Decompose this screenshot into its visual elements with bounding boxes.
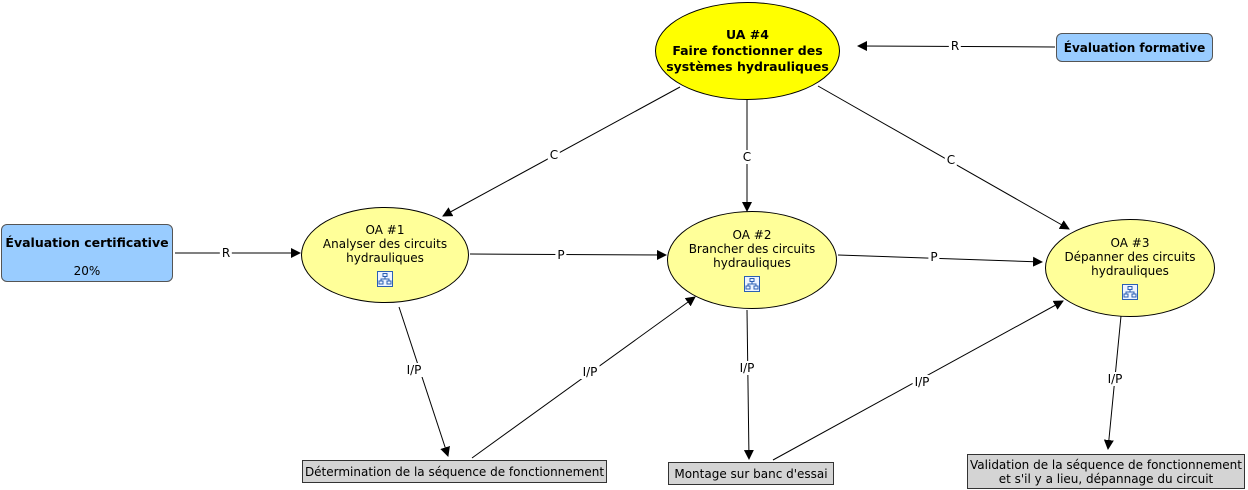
node-evaluation-certificative[interactable]: Évaluation certificative 20% [1, 224, 173, 282]
node-sequence-determination-label: Détermination de la séquence de fonction… [304, 464, 605, 479]
concept-map-icon[interactable] [744, 276, 760, 292]
node-ua4-number: UA #4 [726, 27, 769, 42]
node-ua4-title-line1: Faire fonctionner des [672, 43, 823, 58]
link-label: I/P [1105, 372, 1125, 386]
link-oa1-to-oa2 [469, 249, 667, 260]
link-label: R [948, 39, 962, 53]
link-oa2-to-montage [743, 309, 754, 460]
node-oa3-title-line1: Dépanner des circuits [1064, 250, 1196, 264]
link-oa2-to-oa3 [837, 254, 1043, 267]
node-ua4[interactable]: UA #4 Faire fonctionner des systèmes hyd… [655, 2, 840, 100]
node-oa2-number: OA #2 [732, 228, 772, 242]
link-ua4-to-oa3 [817, 85, 1070, 230]
node-evaluation-certificative-label: Évaluation certificative [5, 235, 169, 250]
node-oa2-title-line2: hydrauliques [713, 256, 791, 270]
link-label: C [944, 153, 958, 167]
node-oa1-title-line1: Analyser des circuits [322, 237, 448, 251]
link-label: P [555, 248, 567, 262]
node-sequence-determination[interactable]: Détermination de la séquence de fonction… [302, 460, 607, 483]
link-label: I/P [404, 363, 424, 377]
link-ua4-to-oa1 [442, 86, 681, 217]
node-oa3[interactable]: OA #3 Dépanner des circuits hydrauliques [1045, 219, 1215, 317]
node-oa3-number: OA #3 [1110, 236, 1150, 250]
node-evaluation-formative-label: Évaluation formative [1063, 40, 1206, 55]
node-oa3-title-line2: hydrauliques [1091, 264, 1169, 278]
node-montage-banc-essai[interactable]: Montage sur banc d'essai [668, 462, 834, 485]
node-validation-depannage[interactable]: Validation de la séquence de fonctionnem… [967, 454, 1245, 489]
concept-map-icon[interactable] [377, 271, 393, 287]
node-oa2[interactable]: OA #2 Brancher des circuits hydrauliques [667, 211, 837, 309]
node-ua4-title-line2: systèmes hydrauliques [666, 59, 829, 74]
node-validation-depannage-line1: Validation de la séquence de fonctionnem… [970, 457, 1242, 472]
node-oa1-title-line2: hydrauliques [346, 251, 424, 265]
node-oa1-number: OA #1 [365, 223, 405, 237]
node-evaluation-certificative-weight: 20% [73, 264, 101, 278]
link-oa1-to-sequence [398, 306, 450, 457]
link-label: P [928, 250, 940, 264]
link-label: R [219, 246, 233, 260]
concept-map-icon[interactable] [1122, 284, 1138, 300]
link-label: I/P [912, 375, 932, 389]
node-evaluation-formative[interactable]: Évaluation formative [1056, 33, 1213, 62]
node-oa1[interactable]: OA #1 Analyser des circuits hydrauliques [301, 207, 469, 303]
node-oa2-title-line1: Brancher des circuits [688, 242, 816, 256]
node-validation-depannage-line2: et s'il y a lieu, dépannage du circuit [998, 471, 1214, 486]
link-label: C [547, 148, 561, 162]
link-label: I/P [737, 361, 757, 375]
link-label: I/P [580, 365, 600, 379]
link-label: C [740, 150, 754, 164]
node-montage-banc-essai-label: Montage sur banc d'essai [674, 466, 828, 481]
